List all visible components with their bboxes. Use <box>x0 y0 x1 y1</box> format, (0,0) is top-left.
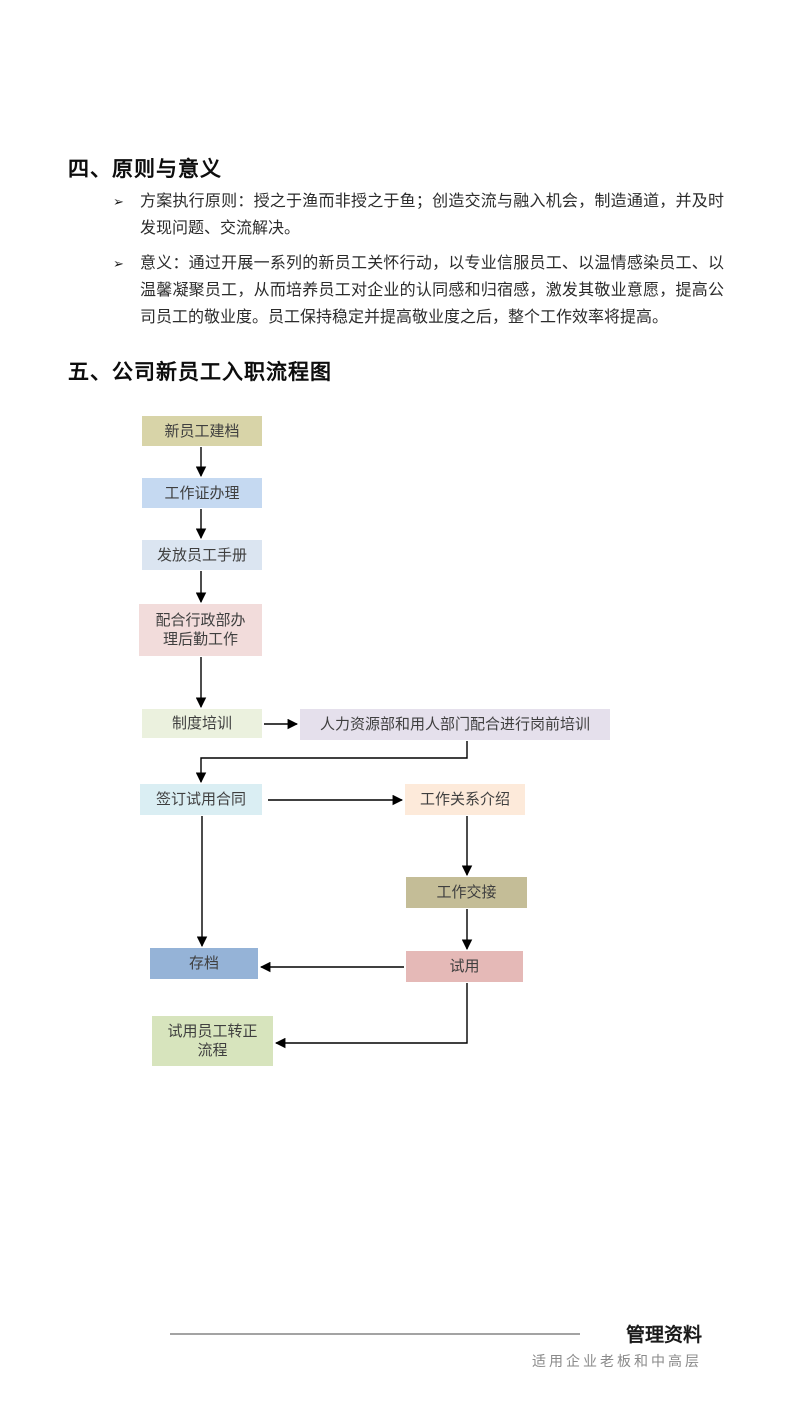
section5-heading: 五、公司新员工入职流程图 <box>68 361 332 384</box>
flow-node-work-permit: 工作证办理 <box>142 478 262 508</box>
flowchart-connectors <box>195 447 473 1049</box>
footer-divider <box>170 1333 580 1335</box>
flow-node-work-handover: 工作交接 <box>406 877 527 908</box>
bullet-text: 意义：通过开展一系列的新员工关怀行动，以专业信服员工、以温情感染员工、以温馨凝聚… <box>140 255 724 326</box>
flow-node-work-relations-intro: 工作关系介绍 <box>405 784 525 815</box>
bullet-text: 方案执行原则：授之于渔而非授之于鱼；创造交流与融入机会，制造通道，并及时发现问题… <box>140 193 724 237</box>
flow-node-employee-handbook: 发放员工手册 <box>142 540 262 570</box>
arrow-probation-to-regularization <box>274 983 468 1049</box>
section4-bullet-list: ➢ 方案执行原则：授之于渔而非授之于鱼；创造交流与融入机会，制造通道，并及时发现… <box>113 188 725 339</box>
flow-node-system-training: 制度培训 <box>142 709 262 738</box>
flow-node-probation-contract: 签订试用合同 <box>140 784 262 815</box>
bullet-item: ➢ 意义：通过开展一系列的新员工关怀行动，以专业信服员工、以温情感染员工、以温馨… <box>113 250 725 331</box>
bullet-arrow-icon: ➢ <box>113 256 124 271</box>
flow-node-pre-job-training: 人力资源部和用人部门配合进行岗前培训 <box>300 709 610 740</box>
flow-node-archive: 存档 <box>150 948 258 979</box>
onboarding-flowchart: 新员工建档 工作证办理 发放员工手册 配合行政部办理后勤工作 制度培训 人力资源… <box>139 416 610 1066</box>
footer-tagline: 适用企业老板和中高层 <box>532 1353 702 1369</box>
flow-node-admin-logistics: 配合行政部办理后勤工作 <box>139 604 262 656</box>
section4-heading: 四、原则与意义 <box>68 158 222 181</box>
bullet-arrow-icon: ➢ <box>113 194 124 209</box>
footer-brand: 管理资料 <box>625 1325 702 1346</box>
flow-node-regularization-process: 试用员工转正流程 <box>152 1016 273 1066</box>
arrow-prejob-to-contract <box>195 741 468 784</box>
flow-node-probation: 试用 <box>406 951 523 982</box>
flow-node-new-employee-archive: 新员工建档 <box>142 416 262 446</box>
bullet-item: ➢ 方案执行原则：授之于渔而非授之于鱼；创造交流与融入机会，制造通道，并及时发现… <box>113 188 725 242</box>
